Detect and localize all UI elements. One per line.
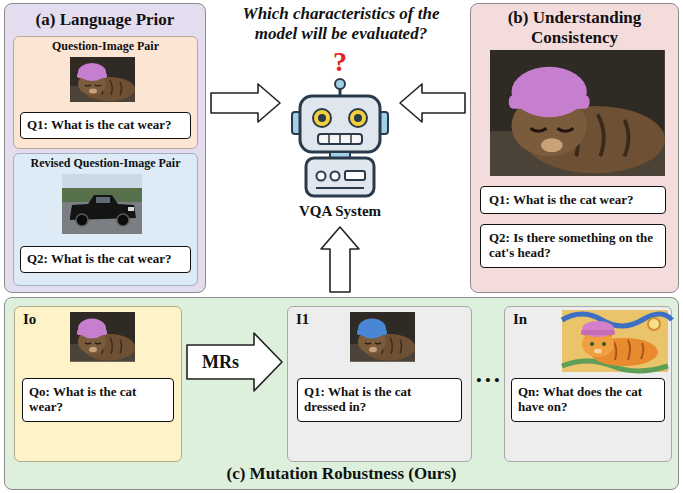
box-heading: Question-Image Pair bbox=[18, 40, 193, 54]
figure-title: Which characteristics of the model will … bbox=[226, 4, 456, 43]
question-box: Q2: What is the cat wear? bbox=[20, 246, 191, 273]
question-box: Q1: What is the cat wear? bbox=[480, 186, 666, 214]
sample-box: InQn: What does the cat have on? bbox=[504, 306, 672, 462]
ellipsis-dots: • • • bbox=[476, 372, 499, 389]
question-text: Q1: What is the cat dressed in? bbox=[304, 385, 455, 415]
block-arrow bbox=[187, 333, 282, 391]
sample-box: IoQo: What is the cat wear? bbox=[14, 306, 182, 462]
image-pair-box: Question-Image PairQ1: What is the cat w… bbox=[13, 36, 198, 149]
panel-title: (a) Language Prior bbox=[13, 10, 197, 30]
question-box: Qo: What is the cat wear? bbox=[22, 378, 174, 422]
image-label: Io bbox=[23, 311, 173, 328]
question-box: Q1: What is the cat wear? bbox=[20, 112, 191, 139]
edge-label: MRs bbox=[202, 352, 239, 373]
question-box: Qn: What does the cat have on? bbox=[511, 378, 665, 422]
question-text: Q1: What is the cat wear? bbox=[489, 193, 657, 208]
image-label: I1 bbox=[296, 311, 463, 328]
question-text: Q1: What is the cat wear? bbox=[27, 118, 184, 133]
question-box: Q2: Is there something on the cat's head… bbox=[480, 224, 666, 268]
question-mark: ? bbox=[333, 46, 347, 78]
block-arrow bbox=[400, 84, 465, 122]
panel-box: (b) Understanding ConsistencyQ1: What is… bbox=[470, 3, 679, 293]
title-holder: Which characteristics of the model will … bbox=[226, 4, 456, 43]
question-box: Q1: What is the cat dressed in? bbox=[297, 378, 462, 422]
panel-title: (b) Understanding Consistency bbox=[489, 8, 660, 47]
label-holder: • • • bbox=[472, 371, 504, 391]
edge-label-holder: MRs bbox=[186, 350, 256, 374]
system-label: VQA System bbox=[285, 203, 395, 220]
sample-box: I1Q1: What is the cat dressed in? bbox=[287, 306, 472, 462]
image-label: In bbox=[513, 311, 663, 328]
panel-box: (c) Mutation Robustness (Ours)IoQo: What… bbox=[4, 297, 679, 490]
block-arrow bbox=[321, 227, 359, 292]
panel-box: (a) Language PriorQuestion-Image PairQ1:… bbox=[4, 3, 206, 293]
panel-title: (c) Mutation Robustness (Ours) bbox=[5, 464, 678, 484]
question-text: Qn: What does the cat have on? bbox=[518, 385, 658, 415]
question-text: Q2: What is the cat wear? bbox=[27, 252, 184, 267]
box-heading: Revised Question-Image Pair bbox=[18, 157, 193, 171]
block-arrow bbox=[211, 84, 280, 122]
label-holder: ? bbox=[325, 45, 355, 79]
image-pair-box: Revised Question-Image PairQ2: What is t… bbox=[13, 153, 198, 286]
question-text: Qo: What is the cat wear? bbox=[29, 385, 167, 415]
question-text: Q2: Is there something on the cat's head… bbox=[489, 231, 657, 261]
